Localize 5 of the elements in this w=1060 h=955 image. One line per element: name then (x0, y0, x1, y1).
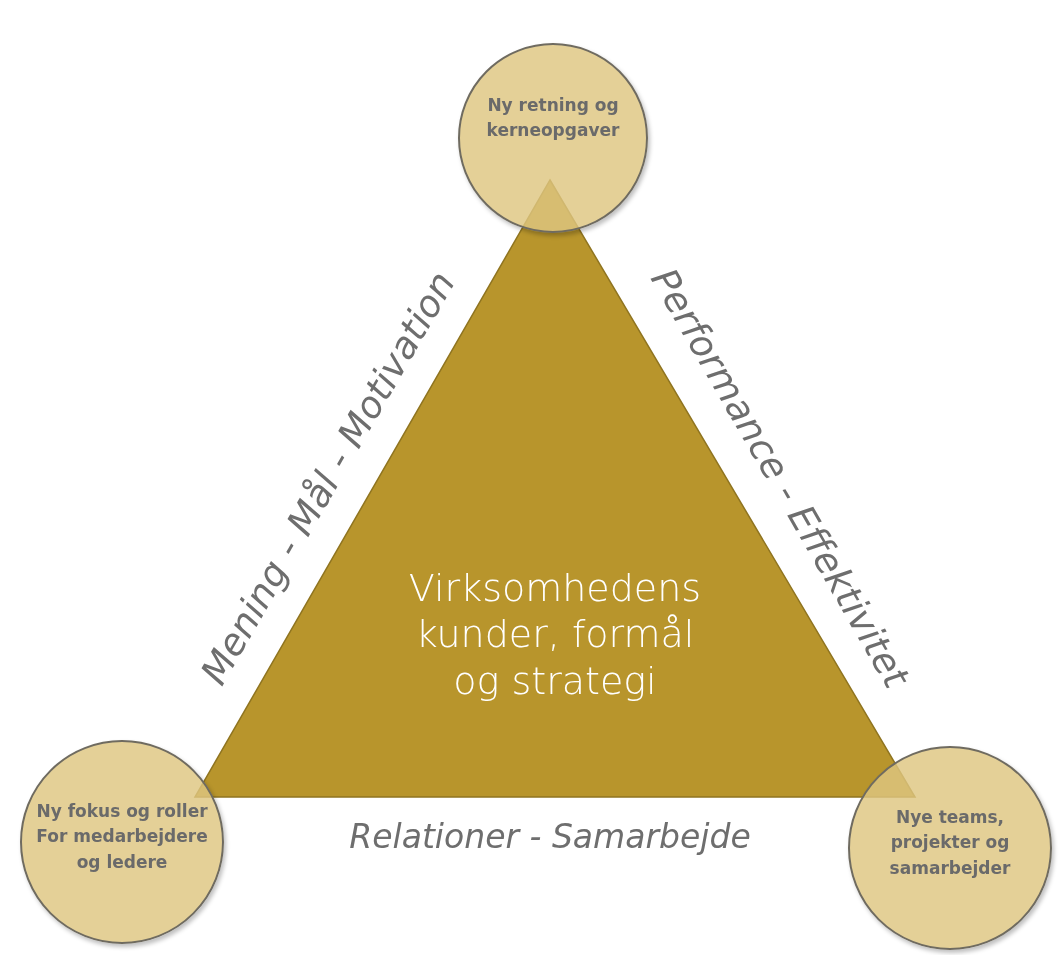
circle-text: Nye teams, projekter og samarbejder (888, 805, 1012, 880)
side-label: Relationer - Samarbejde (349, 816, 751, 856)
circle-text: Ny fokus og roller For medarbejdere og ledere (35, 799, 209, 874)
center-text: Virksomhedens kunder, formål og strategi (407, 565, 703, 705)
circle-text: Ny retning og kerneopgaver (485, 93, 621, 142)
